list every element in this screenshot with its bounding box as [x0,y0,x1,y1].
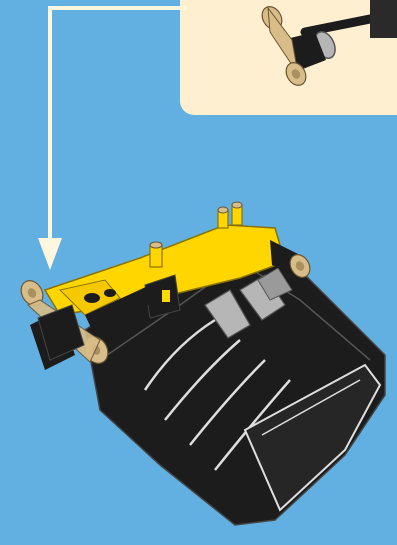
lego-bucket-assembly-icon [17,202,385,525]
down-arrow-icon [38,8,186,270]
axle-with-pins-icon [258,0,397,89]
